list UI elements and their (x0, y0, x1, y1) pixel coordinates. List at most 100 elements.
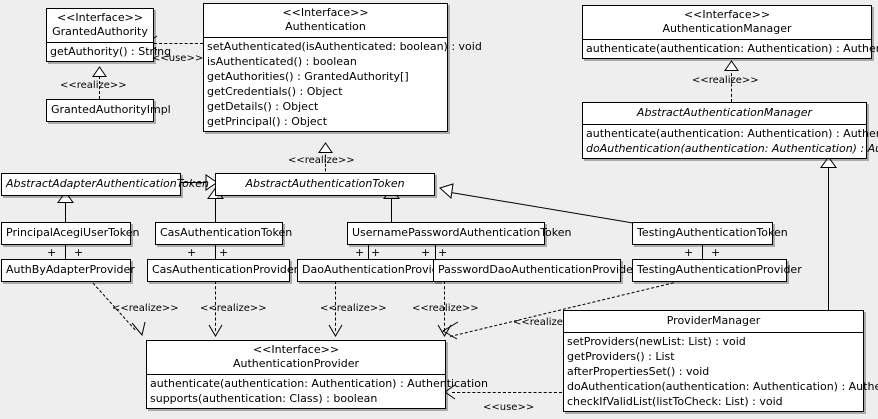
edge-cas-provider-realize (215, 281, 216, 331)
class-provider-manager[interactable]: ProviderManager setProviders(newList: Li… (563, 310, 878, 412)
class-authentication-manager[interactable]: <<Interface>> AuthenticationManager auth… (582, 5, 878, 59)
class-cas-authentication-token[interactable]: CasAuthenticationToken (155, 222, 293, 245)
edge-dao-provider-realize (335, 281, 336, 331)
class-name-dao-authentication-provider: DaoAuthenticationProvider (302, 263, 450, 276)
edge-username-password-token-generalization (391, 196, 392, 222)
edge-assoc-testing-token-to-provider (702, 245, 703, 259)
operation: setAuthenticated(isAuthenticated: boolea… (207, 40, 482, 53)
class-header-authentication: <<Interface>> Authentication (204, 4, 447, 37)
edge-assoc-cas-token-to-provider (215, 245, 216, 259)
class-header-auth-by-adapter-provider: AuthByAdapterProvider (2, 260, 135, 281)
edge-abstract-auth-token-realize (325, 150, 326, 176)
divider (204, 37, 447, 38)
multiplicity-cas-right: + (219, 246, 229, 259)
class-name-testing-authentication-provider: TestingAuthenticationProvider (637, 263, 802, 276)
operations-granted-authority: getAuthority() : String (47, 43, 172, 61)
edge-assoc-upat-to-passworddao (435, 245, 436, 259)
operations-authentication: setAuthenticated(isAuthenticated: boolea… (204, 38, 482, 131)
label-provider-manager-realize: <<realize>> (513, 317, 580, 328)
label-authentication-use: <<use>> (152, 53, 204, 64)
multiplicity-upat-left: + (355, 246, 365, 259)
stereotype-interface: <<Interface>> (683, 8, 771, 21)
generalization-arrowhead-abstract-auth-token-testing (439, 183, 454, 200)
class-dao-authentication-provider[interactable]: DaoAuthenticationProvider (297, 259, 450, 282)
class-granted-authority-impl[interactable]: GrantedAuthorityImpl (46, 99, 171, 122)
class-name-abstract-authentication-token: AbstractAuthenticationToken (245, 177, 405, 190)
class-password-dao-authentication-provider[interactable]: PasswordDaoAuthenticationProvider (433, 259, 638, 282)
class-granted-authority[interactable]: <<Interface>> GrantedAuthority getAuthor… (46, 8, 172, 62)
operation: authenticate(authentication: Authenticat… (586, 127, 878, 140)
realize-arrowhead-granted-authority (92, 66, 107, 77)
class-name-testing-authentication-token: TestingAuthenticationToken (637, 226, 788, 239)
class-name-granted-authority-impl: GrantedAuthorityImpl (51, 103, 171, 116)
realize-arrowhead-auth-provider-cas (208, 324, 223, 337)
edge-provider-manager-use (452, 392, 562, 393)
class-authentication-provider[interactable]: <<Interface>> AuthenticationProvider aut… (146, 340, 488, 409)
multiplicity-upat-right2: + (438, 246, 448, 259)
class-header-cas-authentication-token: CasAuthenticationToken (156, 223, 293, 244)
label-abstract-auth-manager-realize: <<realize>> (692, 75, 759, 86)
class-header-abstract-adapter-authentication-token: AbstractAdapterAuthenticationToken (2, 174, 209, 195)
realize-arrowhead-auth-provider-testing (442, 321, 459, 340)
class-header-granted-authority-impl: GrantedAuthorityImpl (47, 100, 171, 121)
operation: setProviders(newList: List) : void (567, 335, 746, 348)
multiplicity-upat-left2: + (421, 246, 431, 259)
class-name-authentication-manager: AuthenticationManager (662, 22, 792, 35)
label-cas-provider-realize: <<realize>> (200, 303, 267, 314)
edge-provider-manager-generalization (828, 166, 829, 310)
class-testing-authentication-token[interactable]: TestingAuthenticationToken (632, 222, 788, 245)
operation-abstract: doAuthentication(authentication: Authent… (586, 142, 878, 155)
edge-assoc-principal-to-authbyadapter (65, 245, 66, 259)
class-header-testing-authentication-token: TestingAuthenticationToken (633, 223, 788, 244)
operation: getAuthority() : String (50, 45, 172, 58)
generalization-arrowhead-abstract-auth-manager (820, 156, 837, 168)
class-username-password-authentication-token[interactable]: UsernamePasswordAuthenticationToken (347, 222, 572, 245)
multiplicity-testing-left: + (684, 246, 694, 259)
operation: supports(authentication: Class) : boolea… (150, 392, 378, 405)
edge-authentication-use-granted-authority (154, 43, 203, 44)
edge-granted-authority-impl-realize (99, 76, 100, 99)
label-abstract-auth-token-realize: <<realize>> (288, 155, 355, 166)
operation: getDetails() : Object (207, 100, 319, 113)
class-name-cas-authentication-token: CasAuthenticationToken (160, 226, 293, 239)
class-header-granted-authority: <<Interface>> GrantedAuthority (47, 9, 153, 42)
class-principal-acegi-user-token[interactable]: PrincipalAcegiUserToken (1, 222, 139, 245)
class-name-abstract-adapter-authentication-token: AbstractAdapterAuthenticationToken (6, 177, 209, 190)
class-abstract-authentication-token[interactable]: AbstractAuthenticationToken (215, 173, 435, 196)
divider (147, 374, 445, 375)
class-authentication[interactable]: <<Interface>> Authentication setAuthenti… (203, 3, 482, 132)
class-header-provider-manager: ProviderManager (564, 311, 863, 332)
operations-abstract-authentication-manager: authenticate(authentication: Authenticat… (583, 125, 878, 158)
class-name-authentication: Authentication (285, 20, 366, 33)
class-abstract-adapter-authentication-token[interactable]: AbstractAdapterAuthenticationToken (1, 173, 209, 196)
edge-cas-token-generalization (215, 196, 216, 222)
class-name-provider-manager: ProviderManager (666, 314, 761, 327)
operation: getAuthorities() : GrantedAuthority[] (207, 70, 409, 83)
multiplicity-upat-right: + (371, 246, 381, 259)
class-auth-by-adapter-provider[interactable]: AuthByAdapterProvider (1, 259, 135, 282)
stereotype-interface: <<Interface>> (56, 11, 144, 24)
class-cas-authentication-provider[interactable]: CasAuthenticationProvider (147, 259, 299, 282)
class-header-password-dao-authentication-provider: PasswordDaoAuthenticationProvider (434, 260, 638, 281)
divider (564, 332, 863, 333)
class-name-abstract-authentication-manager: AbstractAuthenticationManager (636, 106, 813, 119)
class-name-authentication-provider: AuthenticationProvider (232, 357, 360, 370)
operations-provider-manager: setProviders(newList: List) : void getPr… (564, 333, 878, 411)
class-abstract-authentication-manager[interactable]: AbstractAuthenticationManager authentica… (582, 102, 878, 159)
label-dao-provider-realize: <<realize>> (320, 303, 387, 314)
class-header-authentication-provider: <<Interface>> AuthenticationProvider (147, 341, 445, 374)
class-header-dao-authentication-provider: DaoAuthenticationProvider (298, 260, 450, 281)
operation: checkIfValidList(listToCheck: List) : vo… (567, 395, 783, 408)
divider (583, 124, 866, 125)
class-testing-authentication-provider[interactable]: TestingAuthenticationProvider (632, 259, 802, 282)
operations-authentication-manager: authenticate(authentication: Authenticat… (583, 40, 878, 58)
operation: getProviders() : List (567, 350, 675, 363)
class-name-cas-authentication-provider: CasAuthenticationProvider (152, 263, 299, 276)
operation: afterPropertiesSet() : void (567, 365, 710, 378)
class-name-password-dao-authentication-provider: PasswordDaoAuthenticationProvider (438, 263, 638, 276)
class-name-granted-authority: GrantedAuthority (52, 25, 148, 38)
class-header-testing-authentication-provider: TestingAuthenticationProvider (633, 260, 802, 281)
multiplicity-testing-right: + (711, 246, 721, 259)
realize-arrowhead-authentication (318, 142, 333, 153)
realize-arrowhead-auth-manager (724, 60, 739, 71)
